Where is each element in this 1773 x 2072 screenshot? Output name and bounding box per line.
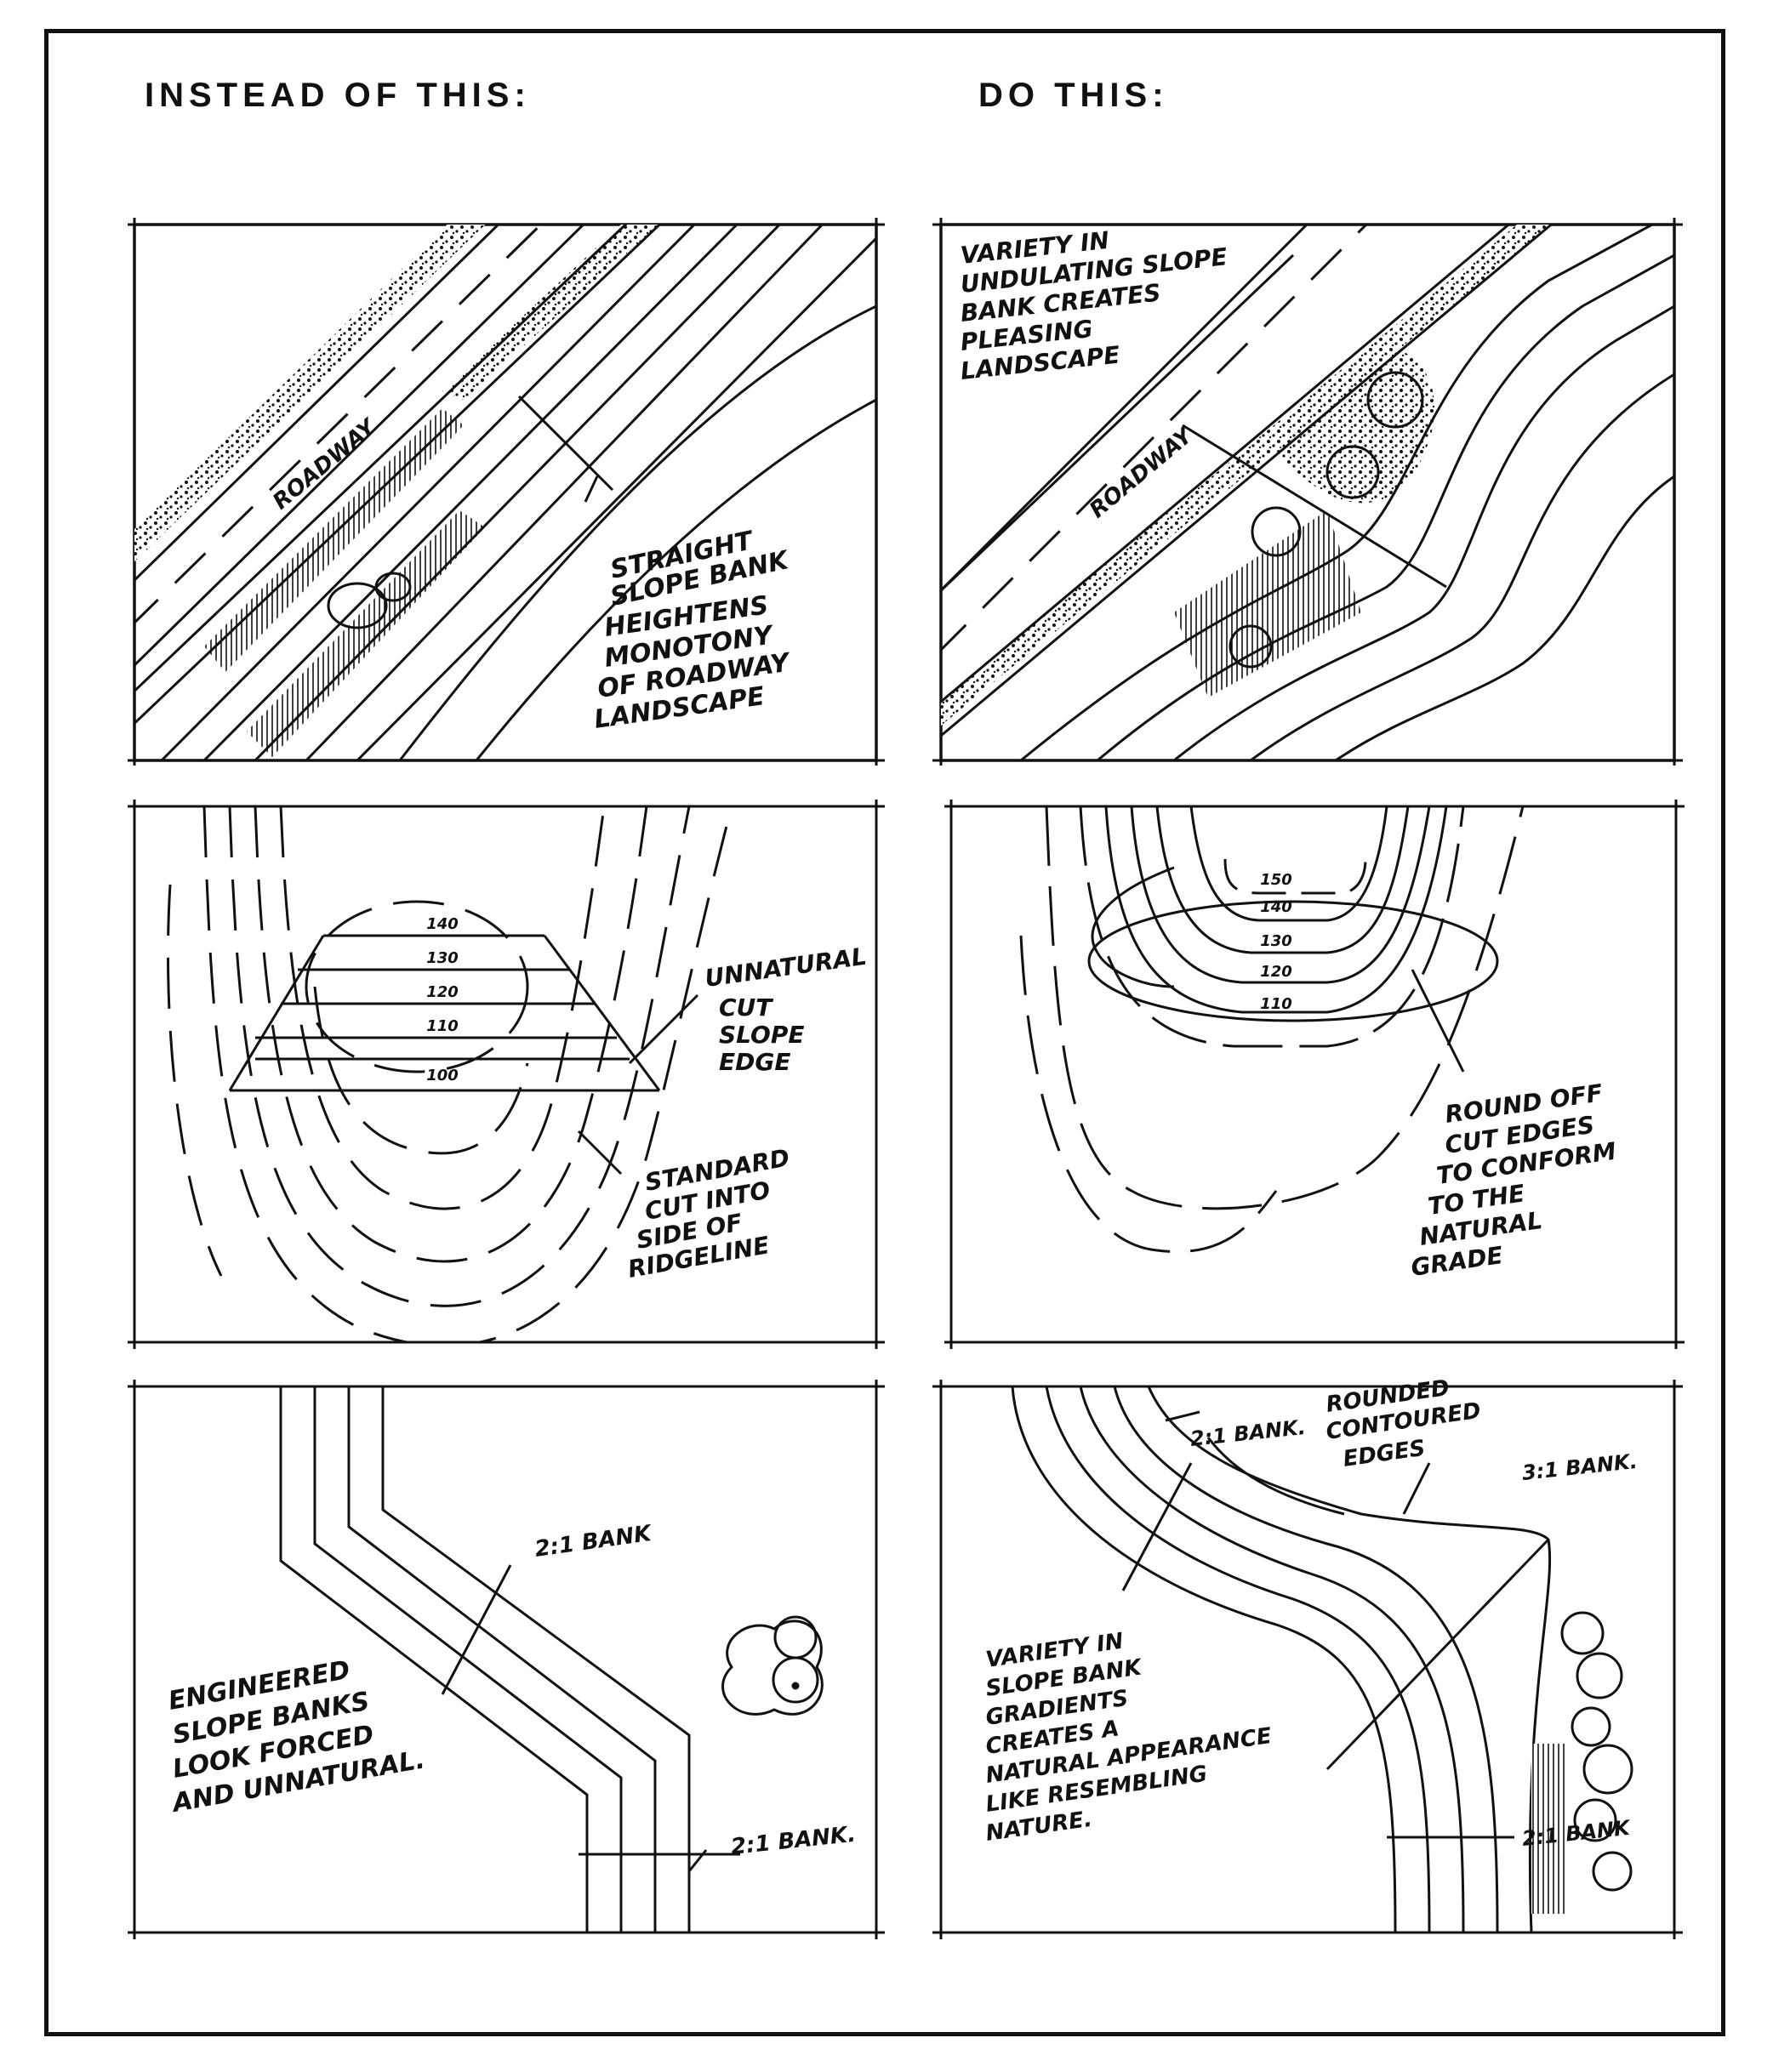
note-unnatural-cut: UNNATURAL CUT SLOPE EDGE [703, 942, 868, 1076]
contour-labels-standard: 140 130 120 110 100 [426, 915, 459, 1084]
contour-label: 110 [426, 1017, 459, 1035]
bank-label: 2:1 BANK. [730, 1822, 858, 1860]
note-undulating-slope: VARIETY IN UNDULATING SLOPE BANK CREATES… [959, 226, 1229, 385]
note-rounded-edges: ROUNDED CONTOURED EDGES [1325, 1375, 1483, 1472]
panel-roadway-varied [932, 218, 1683, 766]
note-line: EDGE [719, 1048, 790, 1076]
bank-label: 2:1 BANK [533, 1521, 654, 1563]
contour-label: 120 [426, 983, 459, 1001]
note-line: CUT [719, 993, 773, 1022]
panel-ridge-rounded-cut [944, 800, 1685, 1349]
contour-label: 130 [426, 949, 459, 967]
panel-slope-natural [932, 1380, 1683, 1939]
bank-label: 2:1 BANK. [1189, 1415, 1307, 1451]
note-engineered-slope: ENGINEERED SLOPE BANKS LOOK FORCED AND U… [166, 1655, 427, 1819]
note-line: SLOPE [719, 1021, 804, 1049]
panel-ridge-standard-cut [128, 800, 885, 1349]
note-standard-cut: STANDARD CUT INTO SIDE OF RIDGELINE [625, 1144, 791, 1284]
panel-roadway-straight [128, 218, 885, 766]
do-heading: DO THIS: [978, 77, 1169, 114]
note-line: UNNATURAL [703, 942, 868, 993]
panel-slope-engineered [128, 1380, 885, 1939]
page-border [44, 29, 1725, 2036]
contour-label: 140 [426, 915, 459, 933]
contour-label: 100 [426, 1067, 459, 1084]
note-round-off-edges: ROUND OFF CUT EDGES TO CONFORM TO THE NA… [1409, 1079, 1617, 1282]
contour-label: 120 [1260, 963, 1292, 981]
instead-heading: INSTEAD OF THIS: [145, 77, 531, 114]
contour-label: 140 [1260, 898, 1292, 916]
note-natural-gradients: VARIETY IN SLOPE BANK GRADIENTS CREATES … [984, 1629, 1274, 1847]
contour-label: 150 [1260, 871, 1292, 889]
contour-label: 110 [1260, 995, 1292, 1013]
contour-label: 130 [1260, 932, 1292, 950]
note-straight-slope: STRAIGHT SLOPE BANK HEIGHTENS MONOTONY O… [592, 526, 794, 735]
bank-label: 3:1 BANK. [1521, 1449, 1639, 1485]
contour-labels-rounded: 150 140 130 120 110 [1260, 871, 1292, 1013]
